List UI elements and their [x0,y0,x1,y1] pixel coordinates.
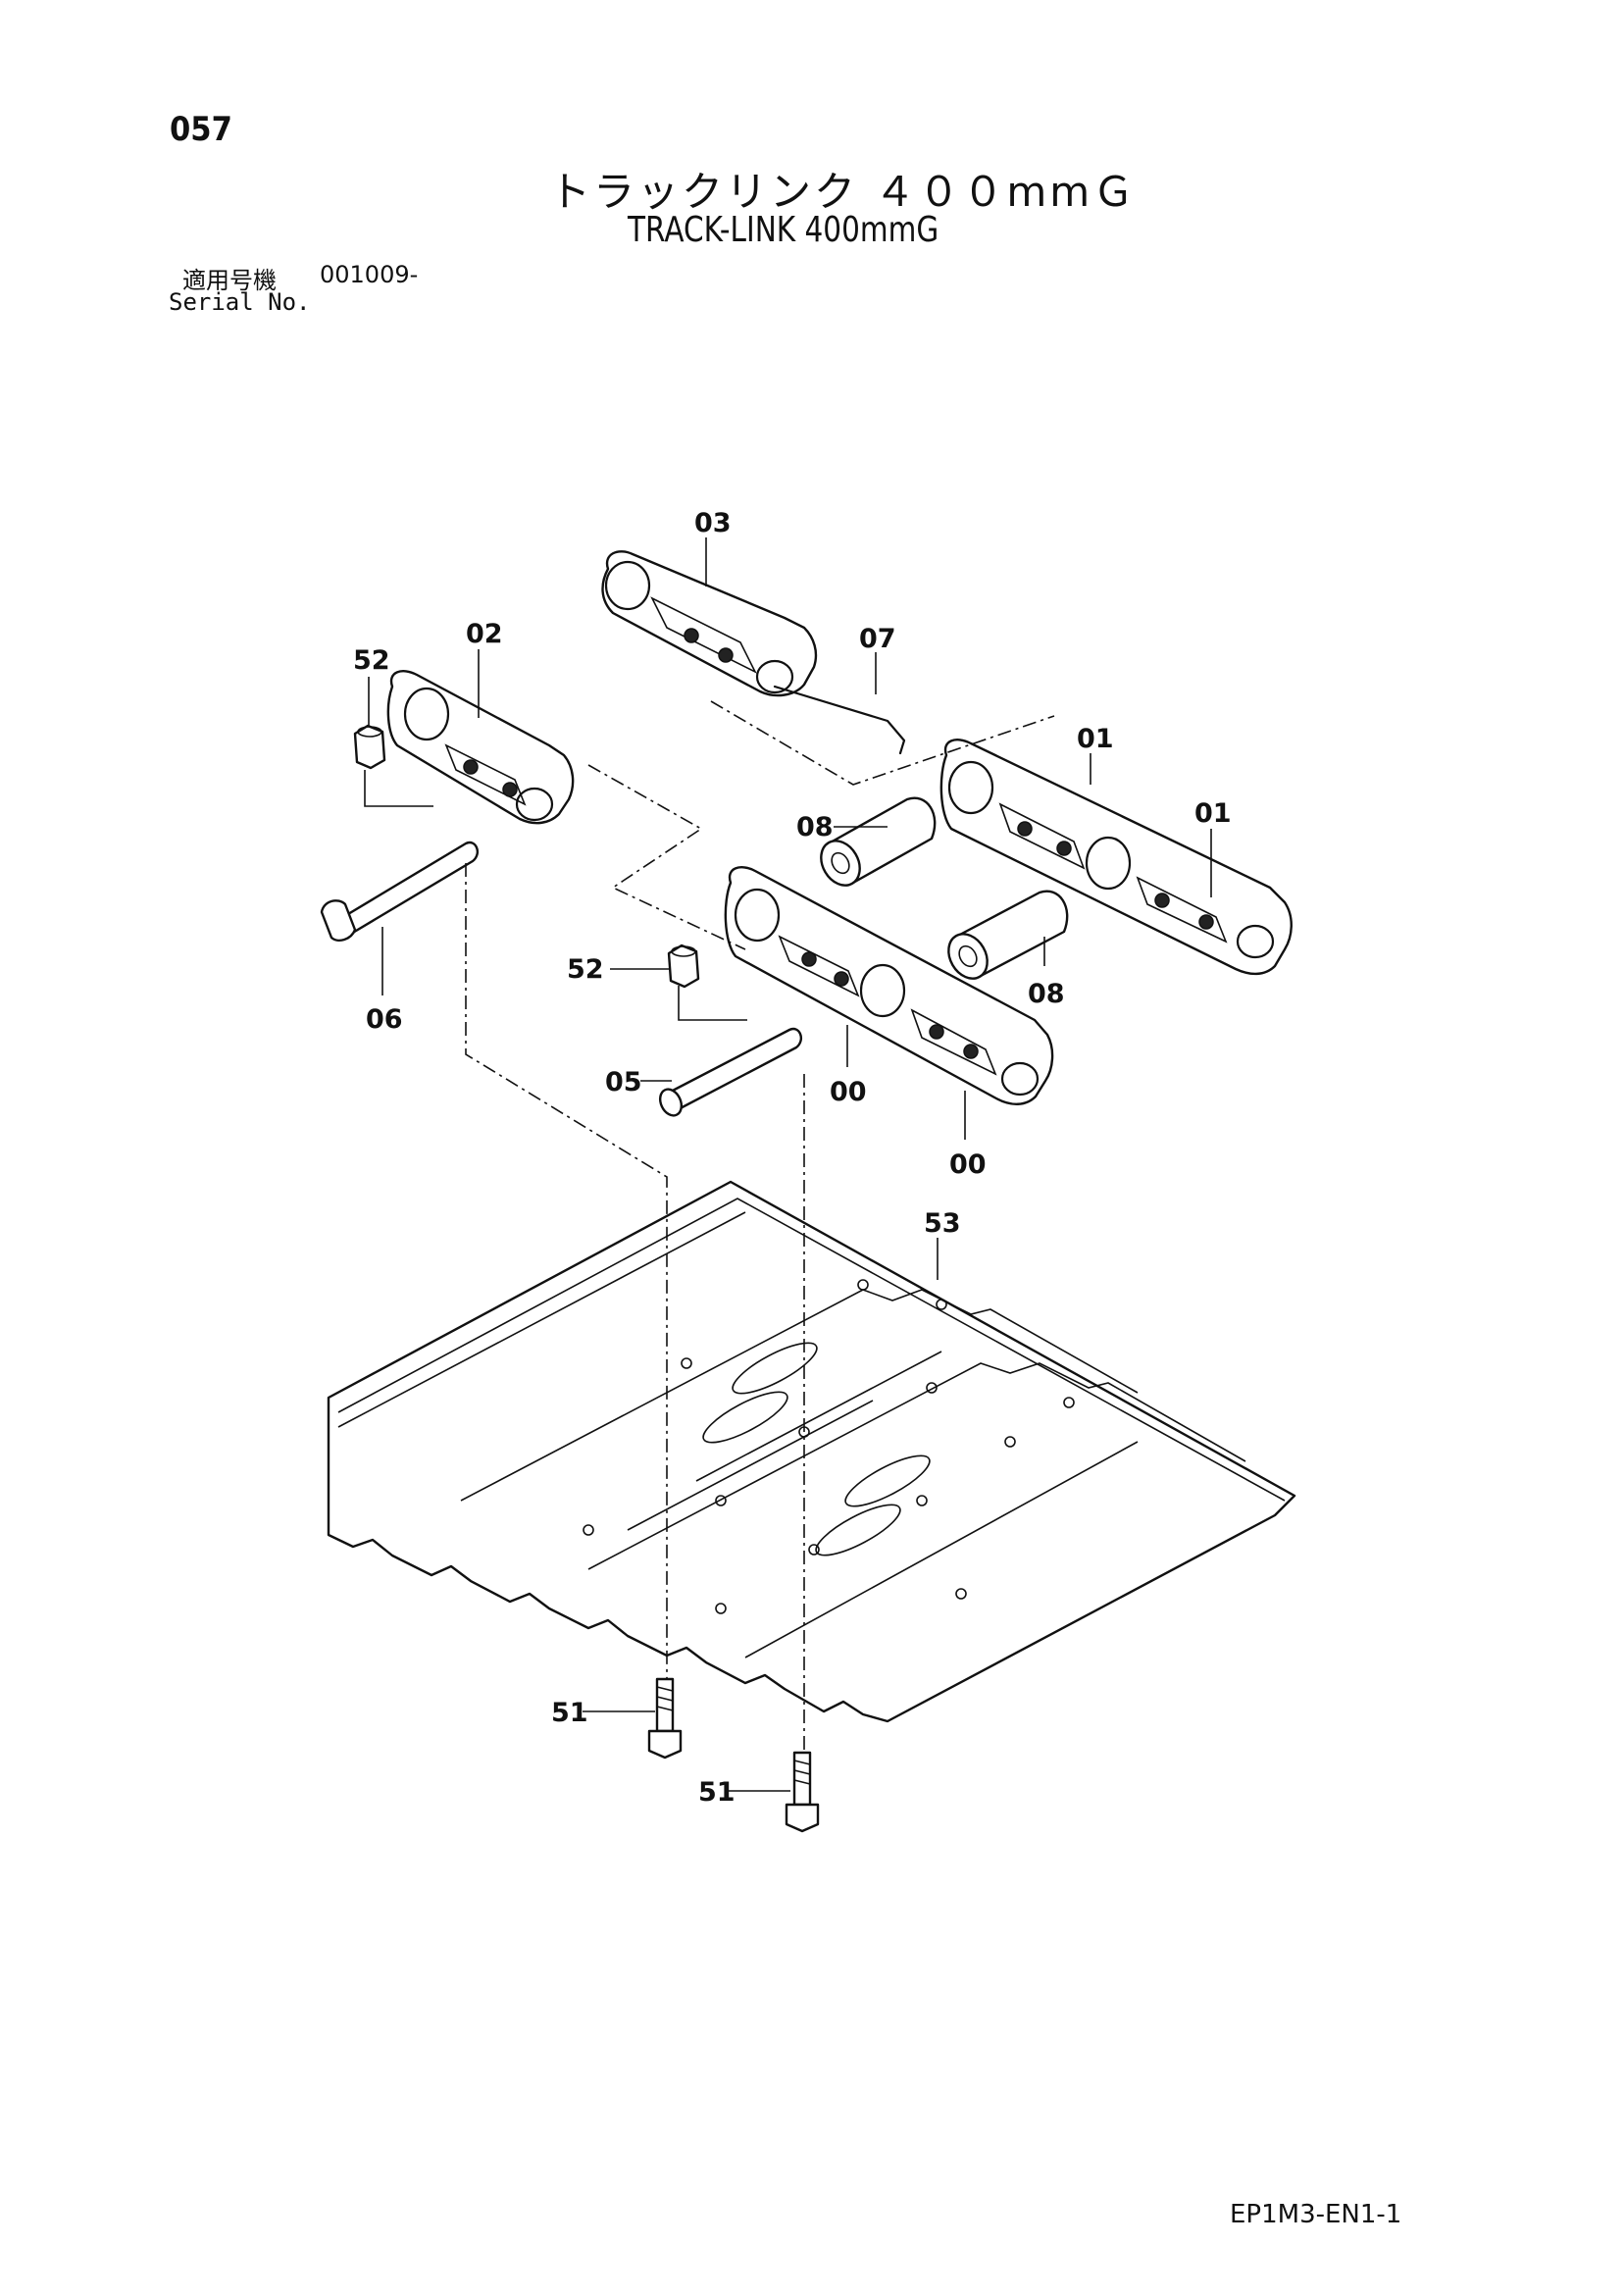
serial-label-english: Serial No. [169,288,311,316]
callout-07: 07 [859,624,896,654]
callout-00-right: 00 [949,1149,987,1180]
callout-53: 53 [924,1208,961,1239]
track-shoe-plate [327,1180,1296,1723]
track-link-03 [601,550,818,697]
callout-05: 05 [605,1067,642,1097]
nut-52-lower [667,944,700,989]
bushing-08-lower [947,890,1069,980]
callout-51-right: 51 [698,1777,736,1808]
callout-08-upper: 08 [796,812,834,842]
leader-lines [364,537,1212,1792]
callout-52-upper: 52 [353,645,390,676]
callout-01-left: 01 [1077,724,1114,754]
bolt-51-right [785,1751,820,1833]
assembly-centerlines [465,700,1055,1753]
callout-52-lower: 52 [567,954,604,985]
document-code: EP1M3-EN1-1 [1230,2200,1402,2229]
callout-00-left: 00 [830,1077,867,1107]
bushing-08-upper [820,796,937,887]
track-link-01-pair [939,739,1293,976]
callout-01-right: 01 [1194,798,1232,829]
track-pin-06 [320,841,480,942]
serial-number-value: 001009- [320,261,419,288]
callout-06: 06 [366,1004,403,1035]
spring-pin-07 [773,685,906,755]
track-link-00-pair [724,866,1054,1105]
master-pin-05 [658,1027,803,1117]
bolt-51-left [647,1677,683,1760]
callout-03: 03 [694,508,732,538]
page-number: 057 [170,110,232,149]
serial-label-japanese: 適用号機 [182,267,277,294]
nut-52-upper [353,724,386,770]
title-english: TRACK-LINK 400mmG [628,210,939,250]
callout-51-left: 51 [551,1698,588,1728]
track-link-02 [386,670,575,825]
callout-08-lower: 08 [1028,979,1065,1009]
callout-02: 02 [466,619,503,649]
title-japanese: トラックリンク ４００mmＧ [549,168,1138,216]
